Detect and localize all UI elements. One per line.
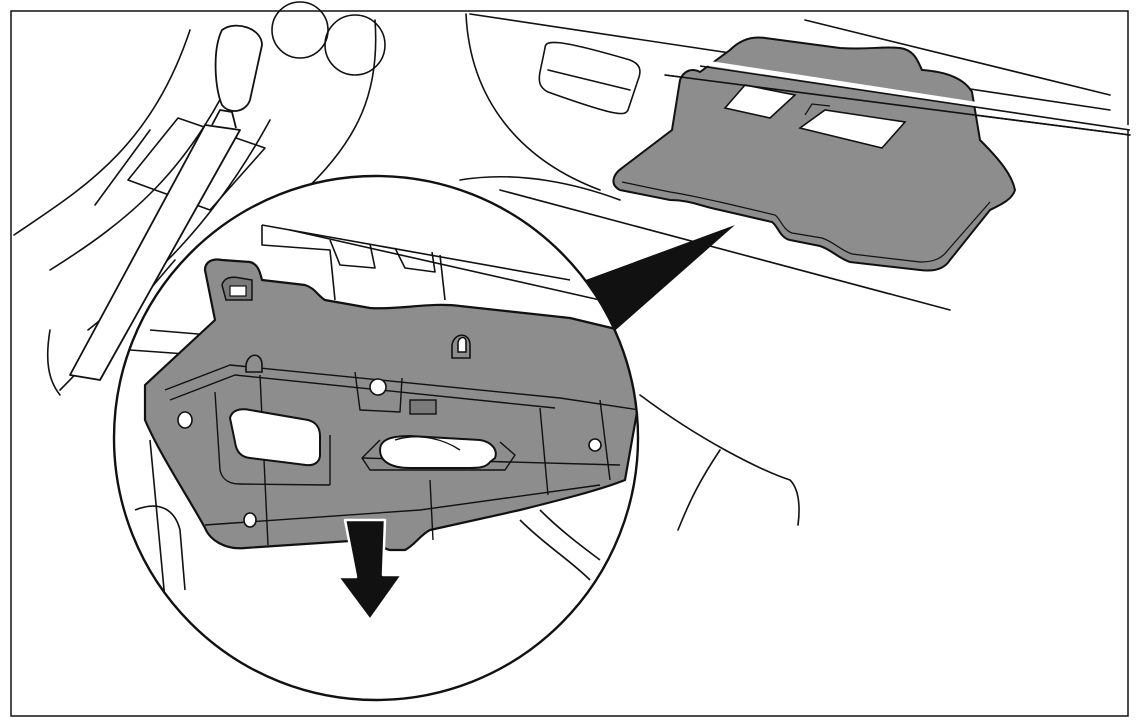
gear-shift-lever — [69, 24, 263, 381]
under-cover-panel-detail — [143, 258, 638, 552]
callout-pointer — [572, 225, 735, 335]
magnifier-circle-outline — [112, 174, 640, 702]
dash-edge-line — [664, 59, 1131, 136]
arrow-down-icon — [336, 518, 404, 622]
magnified-detail — [129, 224, 638, 622]
border-frame — [10, 10, 1129, 717]
